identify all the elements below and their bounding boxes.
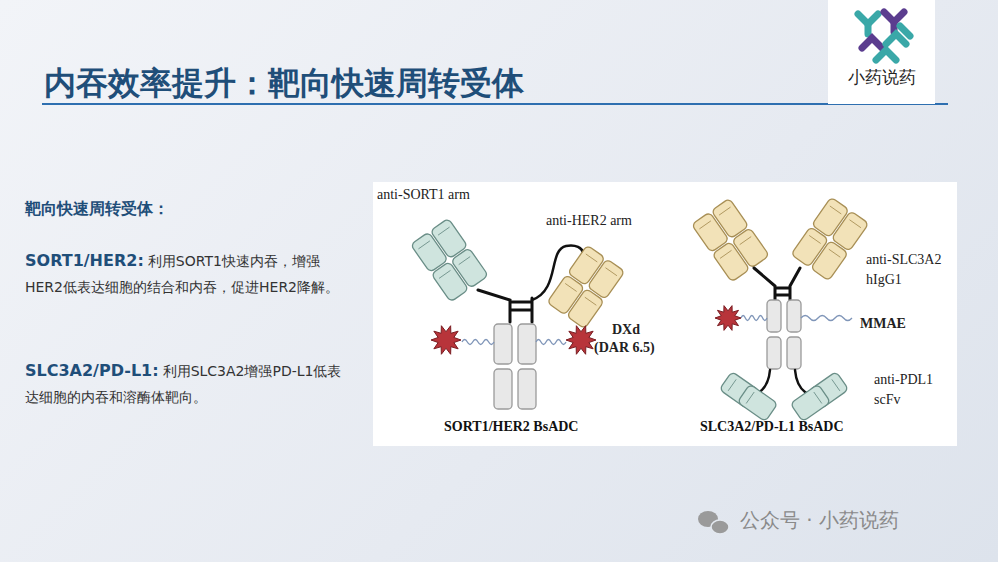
arm-label: anti-SLC3A2 [866,252,941,268]
wechat-icon [698,511,729,534]
format-label: scFv [874,392,900,408]
hinge-line [754,268,800,300]
section-heading: 靶向快速周转受体： [25,199,169,220]
item-heading: SLC3A2/PD-L1: [25,361,159,380]
format-label: hIgG1 [866,272,902,288]
fc-domain [787,300,801,332]
fc-domain [494,324,512,364]
figure-panel [373,182,957,446]
arm-label: anti-PDL1 [874,372,933,388]
fc-domain [787,337,801,369]
text-paragraph: SORT1/HER2:利用SORT1快速内吞，增强HER2低表达细胞的结合和内吞… [25,248,343,300]
logo-box [828,0,935,104]
linker-wave [536,340,566,345]
logo-text: 小药说药 [828,66,935,89]
payload-label: DXd [612,322,640,338]
item-heading: SORT1/HER2: [25,251,144,270]
logo-caption-box: 小药说药 [828,66,935,89]
linker-wave [741,316,767,321]
arm-label: anti-HER2 arm [546,213,632,229]
title-rule [42,103,948,105]
payload-star [566,326,596,355]
fc-domain [494,369,512,409]
fc-domain [767,300,781,332]
fab-domains [791,197,869,281]
arm-label: anti-SORT1 arm [377,187,470,203]
construct-name: SLC3A2/PD-L1 BsADC [700,419,844,435]
fc-domain [518,369,536,409]
fc-domain [518,324,536,364]
logo-icon [858,12,910,60]
construct-name: SORT1/HER2 BsADC [444,419,578,435]
linker-wave [801,316,852,321]
text-paragraph: SLC3A2/PD-L1:利用SLC3A2增强PD-L1低表达细胞的内吞和溶酶体… [25,358,343,410]
hinge-line [478,290,532,322]
payload-star [715,306,741,331]
antibody-drawings [411,197,869,422]
fab-domains [719,372,777,422]
fab-domains [790,372,848,422]
watermark: 公众号 · 小药说药 [740,507,899,534]
fc-domain [767,337,781,369]
fab-domains [547,245,625,329]
payload-label: MMAE [860,316,906,332]
linker-wave [462,340,494,345]
payload-star [431,326,461,355]
dar-label: (DAR 6.5) [594,340,655,356]
slide-title: 内吞效率提升：靶向快速周转受体 [44,62,524,106]
